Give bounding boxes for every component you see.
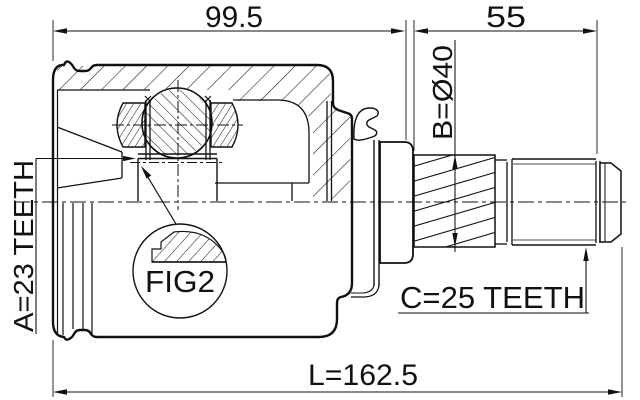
boot-groove-lines [56,90,93,336]
inner-spline-text: A=23 TEETH [8,160,39,332]
detail-leader-line [145,173,177,225]
dim-shaft-width-label: 55 [486,1,526,34]
contact-tick-marks [144,95,212,103]
dimension-total-length: L=162.5 [53,359,622,395]
seal-plate [351,107,380,298]
shaft-spline-text: C=25 TEETH [400,280,585,315]
ball-bearing [141,87,213,159]
detail-leader-arrow [141,166,152,179]
label-shaft-spline: C=25 TEETH [398,247,589,315]
dim-housing-width-label: 99.5 [205,1,263,34]
detail-balloon: FIG2 [132,166,228,319]
centerlines [14,80,627,210]
shaft-flange [379,141,414,264]
extension-lines [52,20,623,397]
housing-cavity-lines [56,89,333,201]
dim-total-length-label: L=162.5 [308,359,418,392]
label-inner-spline: A=23 TEETH [8,155,136,334]
cage-edges [145,100,211,160]
dim-spline-diameter-label: B=Ø40 [427,45,458,140]
cage-window-left [116,102,146,148]
detail-figure-label: FIG2 [145,264,215,299]
dimension-housing-width: 99.5 [53,1,405,34]
dimension-shaft-width: 55 [414,1,597,34]
dimension-spline-diameter: B=Ø40 [427,40,458,252]
detail-wedge-hatch [151,230,227,263]
